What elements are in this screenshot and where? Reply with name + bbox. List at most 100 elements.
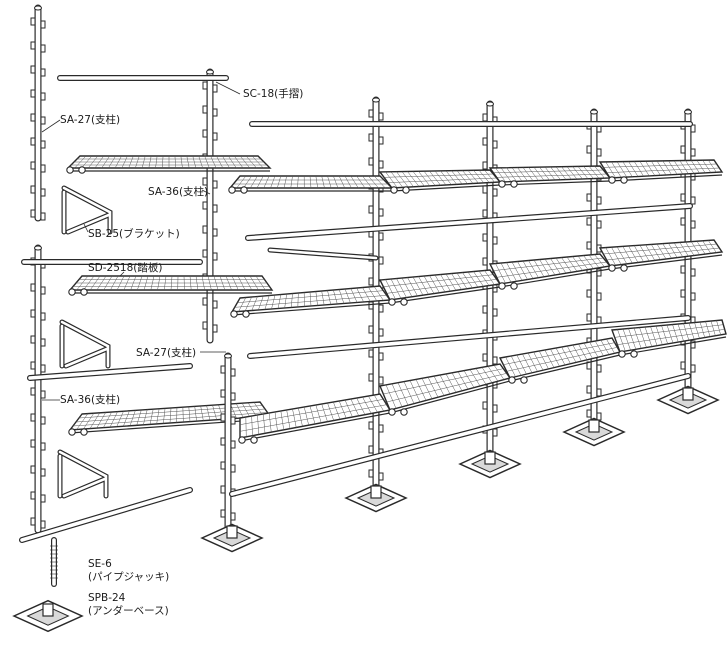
post-clip xyxy=(40,364,46,373)
post-clip xyxy=(212,204,218,213)
deck-mesh xyxy=(368,286,378,302)
deck-mesh xyxy=(696,241,706,255)
post-clip xyxy=(30,517,36,526)
pipe-jack-se6 xyxy=(50,537,58,587)
deck-mesh xyxy=(250,175,258,189)
under-base-spb24 xyxy=(12,599,84,633)
deck-mesh xyxy=(617,329,626,352)
deck-mesh xyxy=(533,167,545,181)
deck-mesh xyxy=(456,272,468,289)
post-clip xyxy=(202,129,208,138)
post-clip xyxy=(368,277,374,286)
deck-mesh xyxy=(510,355,522,376)
deck-mesh xyxy=(309,175,312,189)
assembled-deck-low-3 xyxy=(498,337,622,384)
post-clip xyxy=(482,305,488,314)
post-clip xyxy=(220,461,226,470)
post-clip xyxy=(30,283,36,292)
label-se6-code: SE-6 xyxy=(88,558,112,570)
deck-mesh xyxy=(350,175,359,189)
deck-mesh xyxy=(672,324,679,343)
deck-mesh xyxy=(614,324,724,338)
deck-mesh xyxy=(603,163,717,168)
deck-mesh xyxy=(673,160,684,175)
deck-mesh xyxy=(469,369,481,387)
deck-mesh xyxy=(409,380,421,403)
deck-outline xyxy=(378,169,502,189)
deck-mesh xyxy=(496,261,607,278)
deck-mesh xyxy=(237,290,384,303)
post-clip xyxy=(596,196,602,205)
post-clip xyxy=(378,112,384,121)
handrail-exploded-low xyxy=(27,363,193,381)
deck-mesh xyxy=(418,276,429,295)
post-clip xyxy=(586,385,592,394)
deck-mesh xyxy=(298,407,303,427)
deck-mesh xyxy=(277,175,282,189)
deck-hook xyxy=(608,176,616,184)
assembled-deck-mid-2 xyxy=(378,269,502,306)
deck-mesh xyxy=(528,260,539,278)
deck-mesh xyxy=(327,402,334,421)
deck-mesh xyxy=(418,171,430,187)
deck-mesh xyxy=(566,345,577,363)
deck-lip xyxy=(619,336,727,356)
deck-mesh xyxy=(386,373,507,403)
deck-hook xyxy=(618,350,626,358)
post-clip xyxy=(212,132,218,141)
deck-lip xyxy=(499,268,611,288)
deck-mesh xyxy=(297,175,299,189)
deck-mesh xyxy=(583,255,594,269)
deck-mesh xyxy=(702,160,712,173)
deck-mesh xyxy=(577,166,589,179)
deck-mesh xyxy=(617,329,725,345)
deck-hook xyxy=(68,288,76,296)
post-clip xyxy=(230,512,236,521)
post-clip xyxy=(586,145,592,154)
deck-mesh xyxy=(550,166,561,180)
deck-mesh xyxy=(656,160,667,176)
deck-mesh xyxy=(303,406,309,426)
post-clip xyxy=(40,44,46,53)
deck-mesh xyxy=(668,160,678,175)
deck-mesh xyxy=(699,321,706,338)
deck-mesh xyxy=(263,175,270,189)
deck-mesh xyxy=(577,255,589,270)
deck-mesh xyxy=(555,257,567,274)
assembled-deck-top-4 xyxy=(598,159,724,184)
leader-sa36-top xyxy=(201,189,211,195)
post-clip xyxy=(596,388,602,397)
deck-hook xyxy=(630,350,638,358)
deck-hook xyxy=(400,408,408,416)
post-clip xyxy=(596,412,602,421)
deck-mesh xyxy=(696,160,706,174)
deck-lip xyxy=(609,254,723,270)
deck-mesh xyxy=(451,372,463,391)
base-jack xyxy=(484,451,496,465)
deck-mesh xyxy=(716,320,721,335)
deck-mesh xyxy=(333,175,339,189)
post-clip xyxy=(378,232,384,241)
deck-mesh xyxy=(412,171,425,187)
deck-mesh xyxy=(544,349,555,368)
post-clip xyxy=(368,157,374,166)
deck-hook xyxy=(498,282,506,290)
deck-mesh xyxy=(75,408,266,423)
deck-mesh xyxy=(550,348,560,367)
deck-mesh xyxy=(264,295,270,310)
post-clip xyxy=(212,84,218,93)
deck-mesh xyxy=(478,170,490,183)
post-clip xyxy=(40,442,46,451)
deck-mesh xyxy=(517,167,528,182)
deck-mesh xyxy=(622,328,631,351)
deck-mesh xyxy=(533,351,544,371)
deck-mesh xyxy=(538,350,549,370)
post-clip xyxy=(212,252,218,261)
deck-mesh xyxy=(506,347,618,372)
deck-lip xyxy=(389,286,501,304)
post-clip xyxy=(492,188,498,197)
post-clip xyxy=(378,304,384,313)
post-clip xyxy=(30,465,36,474)
deck-mesh xyxy=(286,409,291,429)
